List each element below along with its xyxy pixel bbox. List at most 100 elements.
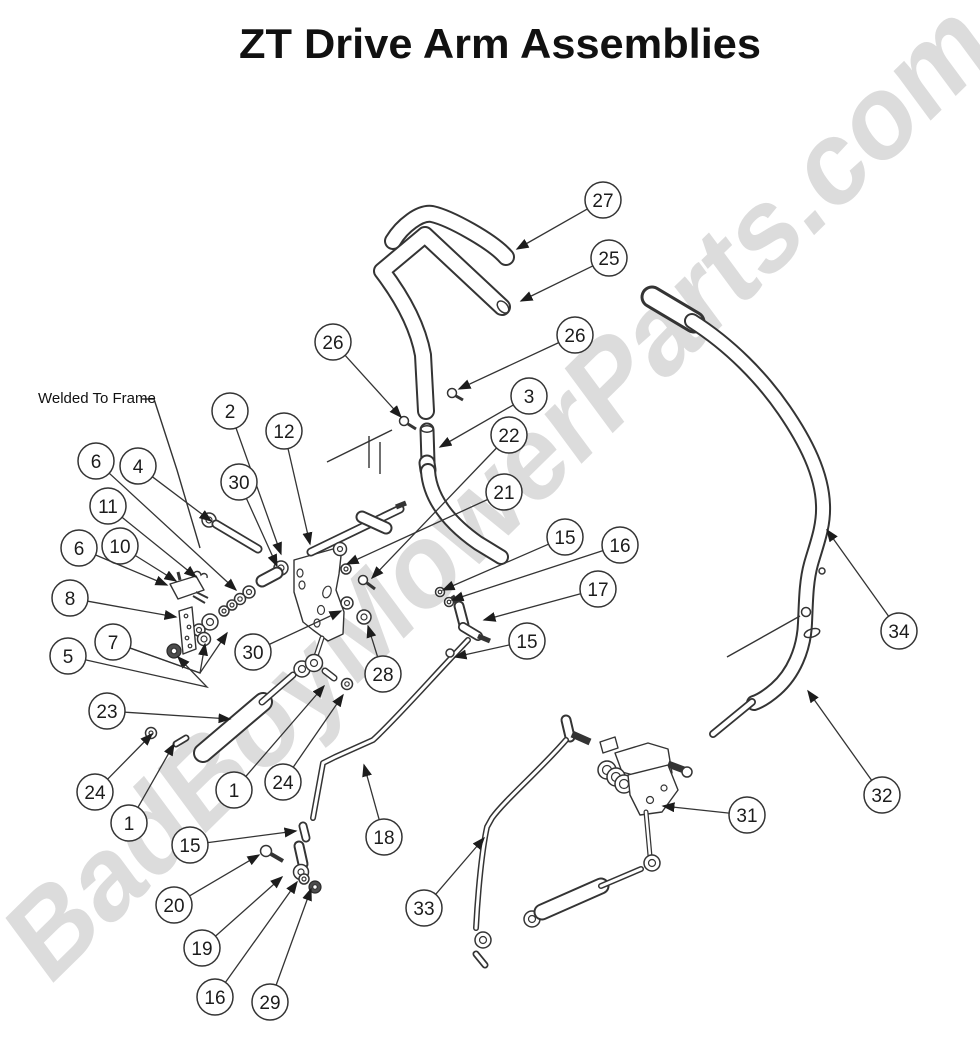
callout-number: 1	[229, 781, 240, 802]
callout-balloon[interactable]	[314, 323, 352, 361]
callout-balloon[interactable]	[51, 579, 89, 617]
callout-34[interactable]: 34	[826, 528, 918, 650]
callout-balloon[interactable]	[76, 773, 114, 811]
callout-balloon[interactable]	[584, 181, 622, 219]
callout-balloon[interactable]	[119, 447, 157, 485]
callout-balloon[interactable]	[60, 529, 98, 567]
callout-balloon[interactable]	[556, 316, 594, 354]
callout-balloon[interactable]	[601, 526, 639, 564]
callout-15[interactable]: 15	[453, 622, 546, 660]
callout-22[interactable]: 22	[370, 416, 528, 580]
callout-balloon[interactable]	[365, 818, 403, 856]
callout-balloon[interactable]	[510, 377, 548, 415]
callout-24[interactable]: 24	[264, 693, 344, 801]
callout-balloon[interactable]	[485, 473, 523, 511]
callout-30[interactable]: 30	[220, 463, 278, 568]
callout-7[interactable]: 7	[94, 623, 228, 674]
callout-6[interactable]: 6	[77, 442, 238, 592]
callout-8[interactable]: 8	[51, 579, 178, 620]
callout-balloon[interactable]	[590, 239, 628, 277]
callout-balloon[interactable]	[728, 796, 766, 834]
leader-line	[137, 742, 175, 808]
callout-29[interactable]: 29	[251, 887, 312, 1021]
callout-33[interactable]: 33	[405, 836, 485, 927]
callout-25[interactable]: 25	[519, 239, 628, 302]
callout-1[interactable]: 1	[110, 742, 175, 842]
callout-23[interactable]: 23	[88, 692, 232, 730]
callout-number: 16	[204, 988, 225, 1009]
callout-26[interactable]: 26	[314, 323, 403, 419]
callout-balloon[interactable]	[49, 637, 87, 675]
callout-24[interactable]: 24	[76, 732, 154, 811]
callout-balloon[interactable]	[171, 826, 209, 864]
callout-balloon[interactable]	[77, 442, 115, 480]
callout-2[interactable]: 2	[211, 392, 282, 556]
callout-number: 30	[228, 473, 249, 494]
callout-27[interactable]: 27	[515, 181, 622, 250]
callout-32[interactable]: 32	[807, 689, 901, 814]
callout-19[interactable]: 19	[183, 876, 284, 967]
callout-1[interactable]: 1	[215, 684, 325, 809]
callout-balloon[interactable]	[215, 771, 253, 809]
leader-line	[95, 554, 169, 586]
callout-balloon[interactable]	[89, 487, 127, 525]
callout-17[interactable]: 17	[482, 570, 617, 622]
leader-line	[292, 693, 344, 768]
callout-21[interactable]: 21	[345, 473, 523, 565]
callout-balloon[interactable]	[265, 412, 303, 450]
callout-12[interactable]: 12	[265, 412, 313, 546]
callout-30[interactable]: 30	[234, 610, 343, 671]
callout-3[interactable]: 3	[438, 377, 548, 448]
callout-balloon[interactable]	[405, 889, 443, 927]
callout-20[interactable]: 20	[155, 854, 261, 924]
callout-18[interactable]: 18	[362, 763, 403, 856]
callout-number: 24	[84, 783, 106, 804]
callout-balloon[interactable]	[101, 527, 139, 565]
leader-line	[450, 549, 604, 602]
callout-5[interactable]: 5	[49, 637, 209, 689]
callout-number: 8	[65, 589, 76, 610]
callout-number: 30	[242, 643, 263, 664]
callout-balloon[interactable]	[88, 692, 126, 730]
callout-balloon[interactable]	[508, 622, 546, 660]
callout-balloon[interactable]	[94, 623, 132, 661]
callout-number: 2	[225, 402, 236, 423]
callout-balloon[interactable]	[546, 518, 584, 556]
callout-balloon[interactable]	[364, 655, 402, 693]
callout-balloon[interactable]	[183, 929, 221, 967]
callout-16[interactable]: 16	[450, 526, 639, 602]
callout-16[interactable]: 16	[196, 880, 298, 1016]
callout-balloon[interactable]	[211, 392, 249, 430]
leader-line	[121, 516, 198, 578]
callout-6[interactable]: 6	[60, 529, 169, 586]
callout-28[interactable]: 28	[364, 624, 402, 693]
callout-number: 15	[554, 528, 575, 549]
callout-balloon[interactable]	[863, 776, 901, 814]
callout-balloon[interactable]	[220, 463, 258, 501]
leader-line	[107, 732, 154, 780]
leader-line	[661, 802, 730, 814]
leader-line	[87, 600, 178, 620]
callout-4[interactable]: 4	[119, 447, 213, 522]
callout-15[interactable]: 15	[171, 826, 298, 864]
callout-10[interactable]: 10	[101, 527, 178, 582]
leader-line	[344, 354, 403, 419]
callout-balloon[interactable]	[880, 612, 918, 650]
callout-balloon[interactable]	[155, 886, 193, 924]
leader-line	[269, 610, 343, 645]
callout-balloon[interactable]	[264, 763, 302, 801]
callout-balloon[interactable]	[234, 633, 272, 671]
callout-balloon[interactable]	[490, 416, 528, 454]
callout-balloon[interactable]	[251, 983, 289, 1021]
callout-26[interactable]: 26	[457, 316, 594, 390]
callout-number: 31	[736, 806, 757, 827]
callout-balloon[interactable]	[196, 978, 234, 1016]
callout-31[interactable]: 31	[661, 796, 766, 834]
leader-line	[85, 655, 209, 689]
callout-15[interactable]: 15	[441, 518, 584, 591]
callout-balloon[interactable]	[579, 570, 617, 608]
callout-number: 6	[74, 539, 85, 560]
callout-11[interactable]: 11	[89, 487, 198, 578]
callout-number: 16	[609, 536, 630, 557]
callout-balloon[interactable]	[110, 804, 148, 842]
